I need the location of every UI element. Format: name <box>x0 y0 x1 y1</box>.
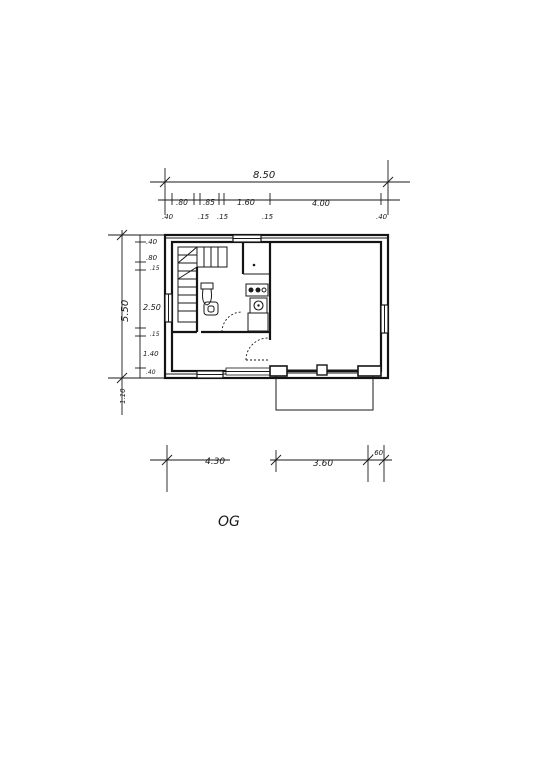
door-swing-bathroom <box>221 311 243 333</box>
dim-left-seg-3: .15 <box>150 265 160 272</box>
dim-top-seg-2: .85 <box>203 198 215 207</box>
window-right <box>380 304 389 334</box>
dim-left-extra-label: 1.10 <box>119 388 127 404</box>
dim-top-overall: 8.50 <box>150 160 410 215</box>
cabinet-unit <box>247 312 269 332</box>
dim-left-seg-4: 2.50 <box>143 303 161 312</box>
dim-top-overall-label: 8.50 <box>253 170 275 181</box>
dim-bottom-3: .60 <box>372 449 384 457</box>
dim-top-seg-3: 1.60 <box>237 198 255 207</box>
dim-top-seg-1: .80 <box>176 198 188 207</box>
window-left <box>164 293 173 323</box>
window-bottom <box>196 370 224 379</box>
dim-left-segments: .40 .80 .15 2.50 .15 1.40 .40 <box>135 235 161 378</box>
dim-left-seg-6: 1.40 <box>143 350 159 358</box>
dim-left-overall: 5.50 1.10 <box>108 229 165 415</box>
door-swing-main <box>245 337 269 361</box>
sink-icon <box>249 297 268 314</box>
toilet-fixture <box>200 282 219 316</box>
light-point-icon <box>252 263 256 267</box>
staircase <box>172 246 228 334</box>
dim-top-sub-3: .15 <box>217 213 229 221</box>
exterior-walls <box>163 233 390 380</box>
dim-bottom-2: 3.60 <box>313 459 333 469</box>
dim-left-seg-2: .80 <box>146 254 158 262</box>
dim-top-segments: .80 .85 1.60 4.00 .40 .15 .15 .15 .40 <box>158 193 400 221</box>
dim-top-sub-5: .40 <box>376 213 388 221</box>
dim-top-seg-4: 4.00 <box>312 199 330 208</box>
dim-left-seg-7: .40 <box>146 369 156 376</box>
dim-bottom: 4.30 3.60 .60 <box>150 445 392 492</box>
window-top <box>232 234 262 243</box>
dim-left-seg-1: .40 <box>146 238 158 246</box>
dim-bottom-1: 4.30 <box>205 457 225 467</box>
dim-left-overall-label: 5.50 <box>120 300 131 322</box>
dim-left-seg-5: .15 <box>150 331 160 338</box>
dim-top-sub-4: .15 <box>262 213 274 221</box>
dim-top-sub-2: .15 <box>198 213 210 221</box>
floor-label: OG <box>218 514 240 530</box>
dim-top-sub-1: .40 <box>162 213 174 221</box>
stove-icon <box>245 283 269 297</box>
balcony-opening <box>225 364 382 411</box>
